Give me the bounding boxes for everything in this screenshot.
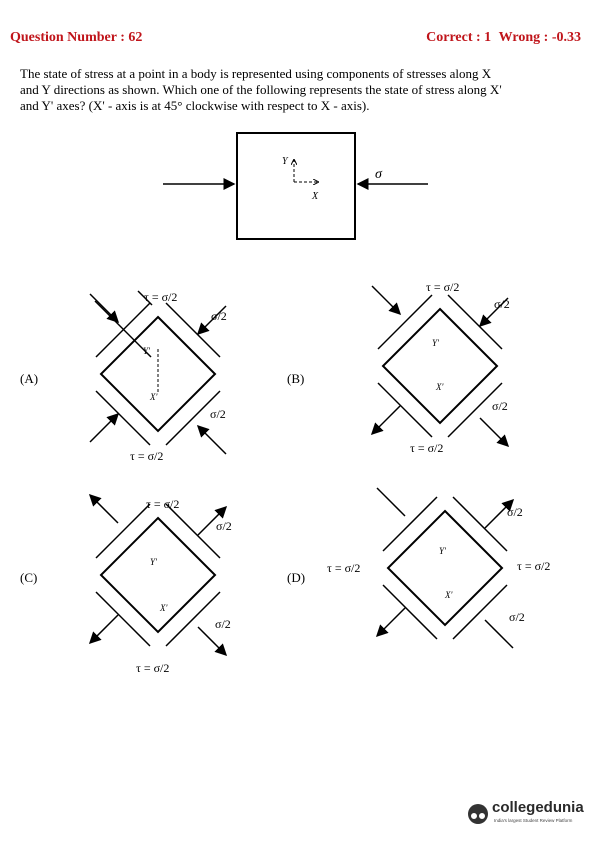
option-c-normal-arrow bbox=[197, 505, 228, 536]
question-text: The state of stress at a point in a body… bbox=[20, 66, 580, 114]
option-c-tau-bottom: τ = σ/2 bbox=[136, 661, 169, 675]
option-d-tau-right: τ = σ/2 bbox=[517, 559, 550, 573]
option-b-normal-arrow bbox=[479, 417, 510, 448]
option-d-shear-line bbox=[382, 584, 438, 640]
option-d-shear-line bbox=[452, 584, 508, 640]
question-number: Question Number : 62 bbox=[10, 30, 143, 45]
option-d-xp-label: X' bbox=[444, 590, 453, 600]
option-b-shear-line bbox=[377, 294, 433, 350]
option-a-tau-bottom: τ = σ/2 bbox=[130, 449, 163, 463]
option-a-normal-arrow bbox=[89, 293, 120, 324]
option-c-shear-line bbox=[165, 591, 221, 647]
option-b-shear-line bbox=[447, 294, 503, 350]
main-x-label: X bbox=[311, 191, 319, 202]
option-b-label[interactable]: (B) bbox=[287, 371, 305, 386]
brand-name: collegedunia bbox=[492, 799, 584, 816]
option-a-sigma-1: σ/2 bbox=[211, 309, 227, 323]
option-a-shear-line bbox=[95, 302, 151, 358]
option-b-yp-label: Y' bbox=[432, 338, 440, 348]
option-c-tau-top: τ = σ/2 bbox=[146, 497, 179, 511]
option-c-shear-line bbox=[95, 503, 151, 559]
option-d-normal-line bbox=[376, 487, 406, 517]
option-a-shear-line bbox=[165, 390, 221, 446]
option-d-normal-line bbox=[484, 619, 514, 649]
option-b-normal-arrow bbox=[371, 285, 402, 316]
option-c-rotated-element bbox=[99, 516, 217, 634]
option-d-label[interactable]: (D) bbox=[287, 570, 306, 585]
option-d-tau-left: τ = σ/2 bbox=[327, 561, 360, 575]
option-c-sigma-1: σ/2 bbox=[216, 519, 232, 533]
option-c-normal-arrow bbox=[88, 614, 119, 645]
option-d-yp-label: Y' bbox=[439, 546, 447, 556]
option-a-xp-label: X' bbox=[149, 392, 158, 402]
option-c-normal-arrow bbox=[88, 493, 119, 524]
main-y-label: Y bbox=[282, 156, 289, 167]
option-a-shear-line bbox=[95, 390, 151, 446]
option-a-figure: Y' X' τ = σ/2 τ = σ/2 σ/2 σ/2 bbox=[89, 290, 227, 463]
option-b-sigma-2: σ/2 bbox=[492, 399, 508, 413]
option-d-rotated-element bbox=[386, 509, 504, 627]
option-a-normal-arrow bbox=[89, 412, 120, 443]
option-c-shear-line bbox=[95, 591, 151, 647]
question-line-3: and Y' axes? (X' - axis is at 45° clockw… bbox=[20, 98, 370, 113]
main-element: σ Y X bbox=[163, 132, 428, 240]
option-a-shear-line bbox=[137, 290, 153, 306]
option-b-shear-line bbox=[447, 382, 503, 438]
option-d-sigma-1: σ/2 bbox=[507, 505, 523, 519]
main-element-square bbox=[236, 132, 356, 240]
option-a-normal-arrow bbox=[196, 305, 227, 336]
question-line-2: and Y directions as shown. Which one of … bbox=[20, 82, 502, 97]
option-c-normal-arrow bbox=[197, 626, 228, 657]
option-b-figure: Y' X' τ = σ/2 τ = σ/2 σ/2 σ/2 bbox=[370, 280, 510, 455]
option-b-sigma-1: σ/2 bbox=[494, 297, 510, 311]
option-b-xp-label: X' bbox=[435, 382, 444, 392]
glasses-icon bbox=[478, 812, 486, 820]
option-b-tau-bottom: τ = σ/2 bbox=[410, 441, 443, 455]
question-line-1: The state of stress at a point in a body… bbox=[20, 66, 492, 81]
score-info: Correct : 1 Wrong : -0.33 bbox=[422, 30, 581, 46]
option-d-figure: Y' X' τ = σ/2 τ = σ/2 σ/2 σ/2 bbox=[327, 487, 550, 649]
option-b-rotated-element bbox=[381, 307, 499, 425]
brand-main-text: collegedunia bbox=[492, 799, 584, 816]
option-c-sigma-2: σ/2 bbox=[215, 617, 231, 631]
option-c-yp-label: Y' bbox=[150, 557, 158, 567]
option-b-normal-arrow bbox=[478, 297, 509, 328]
option-c-shear-line bbox=[165, 503, 221, 559]
wrong-marks: Wrong : -0.33 bbox=[498, 30, 581, 45]
main-sigma-label: σ bbox=[375, 167, 383, 182]
option-d-shear-line bbox=[382, 496, 438, 552]
glasses-icon bbox=[470, 812, 478, 820]
option-a-rotated-element bbox=[99, 315, 217, 433]
option-d-shear-line bbox=[452, 496, 508, 552]
brand-tagline: India's largest Student Review Platform bbox=[494, 818, 573, 823]
collegedunia-logo bbox=[468, 804, 488, 824]
option-a-tau-top: τ = σ/2 bbox=[144, 290, 177, 304]
option-d-normal-arrow bbox=[375, 607, 406, 638]
option-c-xp-label: X' bbox=[159, 603, 168, 613]
option-d-sigma-2: σ/2 bbox=[509, 610, 525, 624]
option-b-normal-arrow bbox=[370, 405, 401, 436]
option-c-figure: Y' X' τ = σ/2 τ = σ/2 σ/2 σ/2 bbox=[88, 493, 232, 675]
option-a-yp-label: Y' bbox=[143, 346, 151, 356]
correct-marks: Correct : 1 bbox=[426, 30, 492, 45]
option-c-label[interactable]: (C) bbox=[20, 570, 38, 585]
option-a-normal-arrow bbox=[196, 424, 227, 455]
option-a-shear-line bbox=[165, 302, 221, 358]
question-header: Question Number : 62 Correct : 1 Wrong :… bbox=[10, 30, 581, 52]
option-b-tau-top: τ = σ/2 bbox=[426, 280, 459, 294]
option-a-label[interactable]: (A) bbox=[20, 371, 39, 386]
option-d-normal-arrow bbox=[484, 498, 515, 529]
option-a-sigma-2: σ/2 bbox=[210, 407, 226, 421]
option-b-shear-line bbox=[377, 382, 433, 438]
